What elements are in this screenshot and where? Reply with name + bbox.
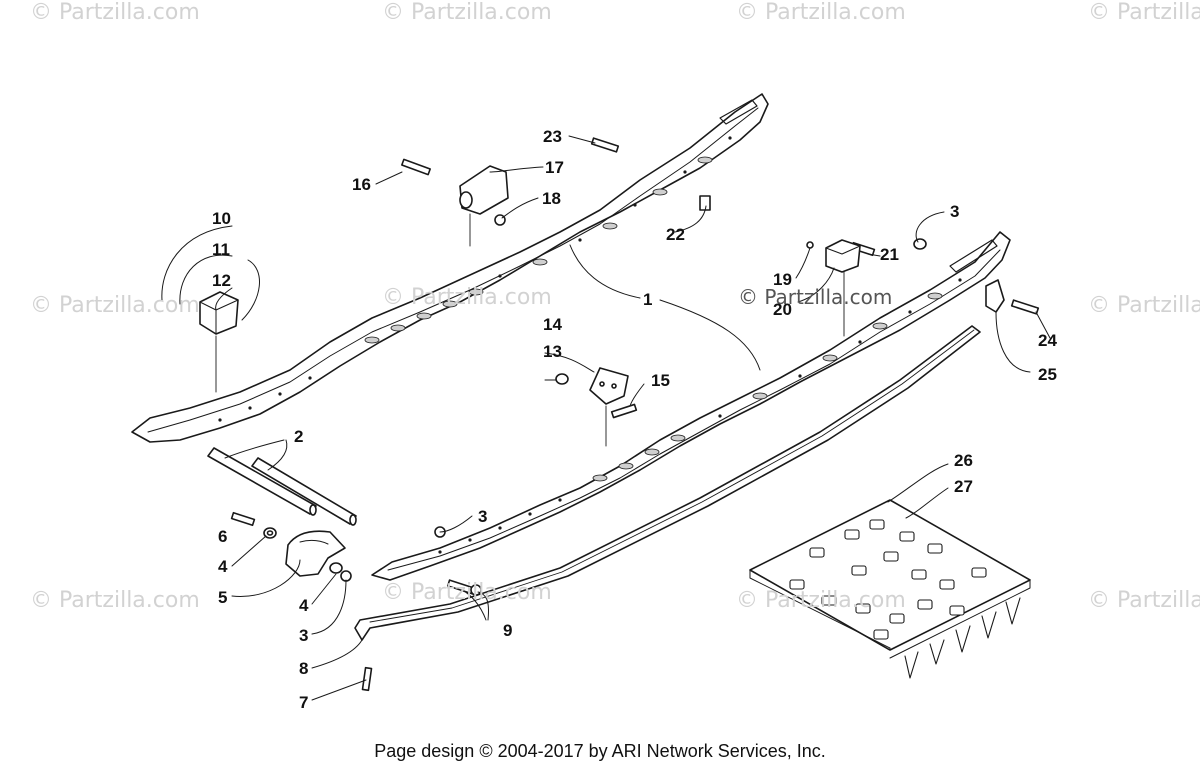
callout-27[interactable]: 27 (954, 477, 973, 496)
callout-9[interactable]: 9 (503, 621, 513, 640)
callout-8[interactable]: 8 (299, 659, 309, 678)
callout-17[interactable]: 17 (545, 158, 564, 177)
hardware (230, 137, 1040, 692)
watermark-mid-1: © Partzilla.com (30, 293, 200, 318)
callout-11[interactable]: 11 (212, 240, 230, 259)
callout-10[interactable]: 10 (212, 209, 231, 228)
track-section (749, 499, 1031, 679)
callout-12[interactable]: 12 (212, 271, 231, 290)
callout-13[interactable]: 13 (543, 342, 562, 361)
watermark-top-2: © Partzilla.com (382, 0, 552, 25)
watermark-low-4: © Partzilla.com (1088, 588, 1200, 613)
callout-26[interactable]: 26 (954, 451, 973, 470)
watermark-top-4: © Partzilla.com (1088, 0, 1200, 25)
cross-shafts (207, 447, 357, 526)
assembly-lines (215, 213, 845, 447)
wear-strip (354, 325, 981, 641)
right-slide-rail (371, 231, 1011, 581)
watermark-top-3: © Partzilla.com (736, 0, 906, 25)
callout-15[interactable]: 15 (651, 371, 670, 390)
stop-block-right (825, 239, 861, 273)
callout-23[interactable]: 23 (543, 127, 562, 146)
callout-4-right[interactable]: 4 (299, 596, 309, 615)
callout-2[interactable]: 2 (294, 427, 304, 446)
watermark-low-1: © Partzilla.com (30, 588, 200, 613)
callout-20[interactable]: 20 (773, 300, 792, 319)
watermark-mid-2: © Partzilla.com (382, 285, 552, 310)
bumper-bracket (285, 530, 346, 577)
callout-14[interactable]: 14 (543, 315, 562, 334)
end-cap (985, 279, 1005, 313)
callout-1[interactable]: 1 (643, 290, 653, 309)
watermark-low-3: © Partzilla.com (736, 588, 906, 613)
callout-3-lower[interactable]: 3 (299, 626, 309, 645)
callout-19[interactable]: 19 (773, 270, 792, 289)
callout-18[interactable]: 18 (542, 189, 561, 208)
callout-3-middle[interactable]: 3 (478, 507, 488, 526)
copyright-footer: Page design © 2004-2017 by ARI Network S… (374, 741, 826, 761)
watermark-top-1: © Partzilla.com (30, 0, 200, 25)
left-slide-rail (131, 93, 769, 443)
callout-3-upper[interactable]: 3 (950, 202, 960, 221)
stop-block-left (199, 291, 239, 335)
leader-lines (161, 135, 1051, 701)
callout-4-left[interactable]: 4 (218, 557, 228, 576)
callout-25[interactable]: 25 (1038, 365, 1057, 384)
callout-21[interactable]: 21 (880, 245, 899, 264)
callout-16[interactable]: 16 (352, 175, 371, 194)
watermark-center: © Partzilla.com (738, 285, 893, 309)
callout-22[interactable]: 22 (666, 225, 685, 244)
callout-24[interactable]: 24 (1038, 331, 1057, 350)
wheel-bracket (459, 165, 509, 215)
watermark-mid-4: © Partzilla.com (1088, 293, 1200, 318)
callout-7[interactable]: 7 (299, 693, 309, 712)
watermark-low-2: © Partzilla.com (382, 580, 552, 605)
callout-6[interactable]: 6 (218, 527, 228, 546)
mount-plate (589, 367, 629, 405)
callout-5[interactable]: 5 (218, 588, 228, 607)
